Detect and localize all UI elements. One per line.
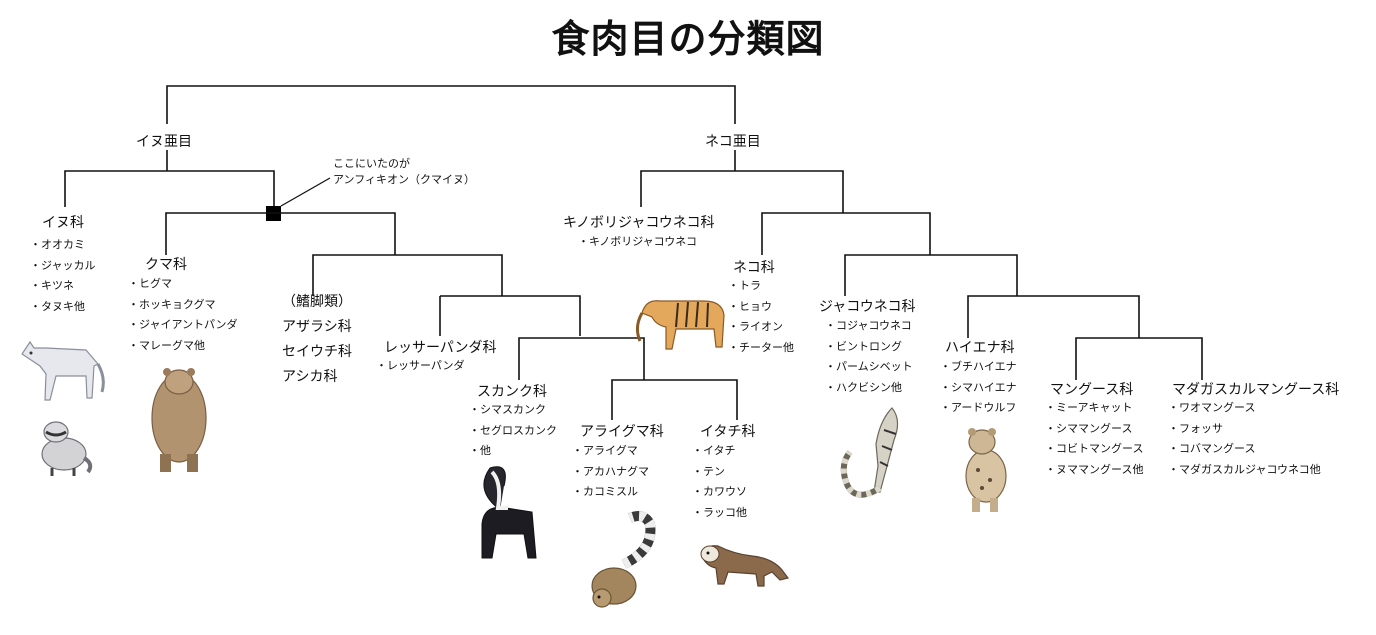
species-item: コジャコウネコ xyxy=(825,316,913,337)
branch-hyaenid-split xyxy=(967,295,1140,338)
herpestidae-species-list: ミーアキャット シママングース コビトマングース ヌママングース他 xyxy=(1045,398,1143,480)
species-item: テン xyxy=(692,462,747,483)
pinniped-group-label: （鰭脚類） xyxy=(282,294,352,310)
species-item: カワウソ xyxy=(692,482,747,503)
species-item: ビントロング xyxy=(825,337,913,358)
species-item: ハクビシン他 xyxy=(825,378,913,399)
hyena-illustration xyxy=(965,428,1007,512)
family-herpestidae-label: マングース科 xyxy=(1050,382,1134,398)
family-eupleridae-label: マダガスカルマングース科 xyxy=(1172,382,1340,398)
ailuridae-species-list: レッサーパンダ xyxy=(376,356,464,377)
species-item: フォッサ xyxy=(1168,419,1321,440)
species-item: イタチ xyxy=(692,441,747,462)
species-item: キノボリジャコウネコ xyxy=(578,232,697,253)
species-item: パームシベット xyxy=(825,357,913,378)
nandiniidae-species-list: キノボリジャコウネコ xyxy=(578,232,697,253)
species-item: ジャッカル xyxy=(30,256,95,277)
branch-canine-split xyxy=(64,170,275,207)
species-item: コビトマングース xyxy=(1045,439,1143,460)
pinniped-group: （鰭脚類） アザラシ科 セイウチ科 アシカ科 xyxy=(282,290,352,390)
ursidae-species-list: ヒグマ ホッキョクグマ ジャイアントパンダ マレーグマ他 xyxy=(128,274,238,356)
species-item: レッサーパンダ xyxy=(376,356,464,377)
species-item: アライグマ xyxy=(572,441,649,462)
species-item: チーター他 xyxy=(728,338,794,359)
pinniped-family-label: アザラシ科 xyxy=(282,319,352,335)
species-item: ライオン xyxy=(728,317,794,338)
annotation-line-1: ここにいたのが xyxy=(333,157,410,170)
species-item: コバマングース xyxy=(1168,439,1321,460)
annotation-line-2: アンフィキオン（クマイヌ） xyxy=(333,173,476,186)
branch-skunk-split xyxy=(518,337,645,380)
branch-feliform-split xyxy=(761,212,931,255)
species-item: カコミスル xyxy=(572,482,649,503)
family-felidae-label: ネコ科 xyxy=(733,260,775,276)
hyaenidae-species-list: ブチハイエナ シマハイエナ アードウルフ xyxy=(940,357,1017,419)
family-ailuridae-label: レッサーパンダ科 xyxy=(384,340,497,356)
suborder-feliformia-label: ネコ亜目 xyxy=(705,134,761,150)
brown-bear-illustration xyxy=(151,368,207,472)
pinniped-family-label: セイウチ科 xyxy=(282,344,352,360)
pinniped-family-label: アシカ科 xyxy=(282,369,338,385)
species-item: シマハイエナ xyxy=(940,378,1017,399)
species-item: ヒグマ xyxy=(128,274,238,295)
species-item: マダガスカルジャコウネコ他 xyxy=(1168,460,1321,481)
raccoon-dog-illustration xyxy=(41,421,93,476)
viverridae-species-list: コジャコウネコ ビントロング パームシベット ハクビシン他 xyxy=(825,316,913,398)
branch-musteloid-split xyxy=(440,295,581,336)
species-item: マレーグマ他 xyxy=(128,336,238,357)
family-procyonidae-label: アライグマ科 xyxy=(580,424,664,440)
species-item: ヌママングース他 xyxy=(1045,460,1143,481)
skunk-illustration xyxy=(481,466,537,559)
family-hyaenidae-label: ハイエナ科 xyxy=(945,340,1015,356)
species-item: ラッコ他 xyxy=(692,503,747,524)
species-item: トラ xyxy=(728,276,794,297)
branch-mongoose-split xyxy=(1075,337,1203,380)
eupleridae-species-list: ワオマングース フォッサ コバマングース マダガスカルジャコウネコ他 xyxy=(1168,398,1321,480)
species-item: ワオマングース xyxy=(1168,398,1321,419)
mustelidae-species-list: イタチ テン カワウソ ラッコ他 xyxy=(692,441,747,523)
family-canidae-label: イヌ科 xyxy=(42,215,84,231)
felidae-species-list: トラ ヒョウ ライオン チーター他 xyxy=(728,276,794,358)
species-item: ブチハイエナ xyxy=(940,357,1017,378)
mephitidae-species-list: シマスカンク セグロスカンク 他 xyxy=(469,400,557,462)
procyonidae-species-list: アライグマ アカハナグマ カコミスル xyxy=(572,441,649,503)
family-viverridae-label: ジャコウネコ科 xyxy=(819,299,916,315)
ringtail-illustration xyxy=(591,511,656,608)
family-ursidae-label: クマ科 xyxy=(145,257,187,273)
species-item: タヌキ他 xyxy=(30,297,95,318)
branch-procyonid-split xyxy=(611,379,738,420)
species-item: アードウルフ xyxy=(940,398,1017,419)
family-nandiniidae-label: キノボリジャコウネコ科 xyxy=(563,215,715,231)
amphicyon-annotation: ここにいたのが アンフィキオン（クマイヌ） xyxy=(333,156,475,188)
species-item: シマスカンク xyxy=(469,400,557,421)
branch-seal-split xyxy=(312,254,503,296)
species-item: ジャイアントパンダ xyxy=(128,315,238,336)
species-item: 他 xyxy=(469,441,557,462)
ferret-illustration xyxy=(700,545,790,587)
annotation-pointer xyxy=(280,177,331,207)
species-item: キツネ xyxy=(30,276,95,297)
family-mephitidae-label: スカンク科 xyxy=(477,384,547,400)
wolf-illustration xyxy=(21,340,105,401)
species-item: ミーアキャット xyxy=(1045,398,1143,419)
suborder-caniformia-label: イヌ亜目 xyxy=(136,134,192,150)
branch-viverrid-split xyxy=(844,254,1018,296)
species-item: アカハナグマ xyxy=(572,462,649,483)
civet-illustration xyxy=(840,407,899,498)
tiger-illustration xyxy=(635,300,725,350)
species-item: オオカミ xyxy=(30,235,95,256)
diagram-title: 食肉目の分類図 xyxy=(551,16,825,61)
branch-feline-split xyxy=(640,170,844,213)
species-item: セグロスカンク xyxy=(469,421,557,442)
branch-order-root xyxy=(166,85,736,124)
species-item: ホッキョクグマ xyxy=(128,295,238,316)
species-item: シママングース xyxy=(1045,419,1143,440)
branch-arctoid-split xyxy=(165,212,396,255)
canidae-species-list: オオカミ ジャッカル キツネ タヌキ他 xyxy=(30,235,95,317)
species-item: ヒョウ xyxy=(728,297,794,318)
family-mustelidae-label: イタチ科 xyxy=(700,424,756,440)
